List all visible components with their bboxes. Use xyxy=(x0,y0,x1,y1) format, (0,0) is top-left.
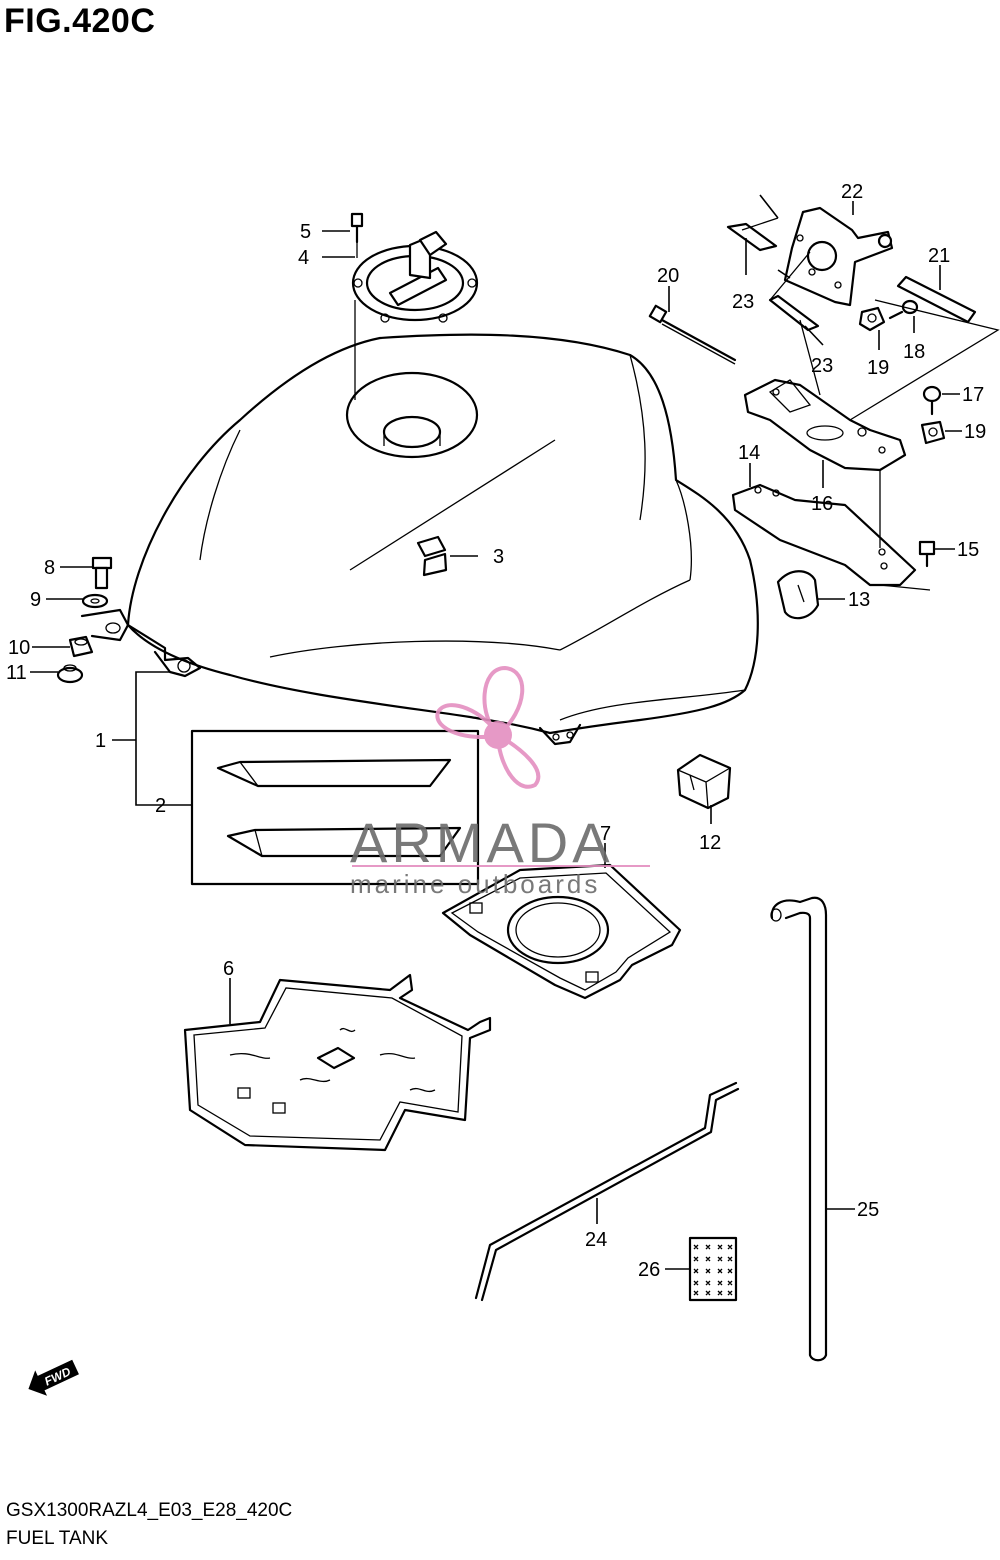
bolt-15[interactable] xyxy=(918,540,936,568)
nut-19b[interactable] xyxy=(920,420,946,445)
leader-lines xyxy=(30,194,1000,1270)
callout-22: 22 xyxy=(841,181,863,203)
watermark-brand: ARMADA xyxy=(350,811,614,874)
callout-9: 9 xyxy=(30,589,41,611)
bolt-8[interactable] xyxy=(91,556,113,590)
bolt-17[interactable] xyxy=(922,385,942,416)
callout-25: 25 xyxy=(857,1199,879,1221)
drain-tube-24[interactable] xyxy=(474,1081,740,1302)
callout-23b: 23 xyxy=(811,355,833,377)
pad-26[interactable] xyxy=(688,1236,738,1302)
callout-10: 10 xyxy=(8,637,30,659)
callout-17: 17 xyxy=(962,384,984,406)
callout-18: 18 xyxy=(903,341,925,363)
callout-4: 4 xyxy=(298,247,309,269)
callout-1: 1 xyxy=(95,730,106,752)
callout-labels: 5 4 3 8 9 10 11 1 2 6 7 20 22 21 23 23 1… xyxy=(6,181,986,1281)
callout-19a: 19 xyxy=(867,357,889,379)
washer-9[interactable] xyxy=(81,593,109,609)
callout-7: 7 xyxy=(600,823,611,845)
bracket-16[interactable] xyxy=(743,378,907,472)
callout-20: 20 xyxy=(657,265,679,287)
rod-21[interactable] xyxy=(896,275,977,324)
cushion-10[interactable] xyxy=(68,635,94,658)
hinge-bracket-22[interactable] xyxy=(783,206,894,307)
pin-23a[interactable] xyxy=(726,222,778,252)
propeller-logo-icon xyxy=(435,665,541,789)
callout-24: 24 xyxy=(585,1229,607,1251)
watermark-tagline: marine outboards xyxy=(350,869,600,899)
model-code: GSX1300RAZL4_E03_E28_420C xyxy=(6,1500,293,1521)
callout-8: 8 xyxy=(44,557,55,579)
cap-screw[interactable] xyxy=(350,212,364,258)
rubber-block-12[interactable] xyxy=(676,753,732,810)
pin-23b[interactable] xyxy=(768,294,820,332)
callout-2: 2 xyxy=(155,795,166,817)
watermark: ARMADA marine outboards xyxy=(350,665,650,899)
callout-12: 12 xyxy=(699,832,721,854)
nut-19a[interactable] xyxy=(858,306,886,332)
callout-5: 5 xyxy=(300,221,311,243)
forward-direction-marker: FWD xyxy=(28,1359,79,1396)
heat-shield-mat[interactable] xyxy=(183,973,492,1152)
breather-hose-25[interactable] xyxy=(770,896,828,1362)
callout-21: 21 xyxy=(928,245,950,267)
tape-kit[interactable] xyxy=(190,729,480,886)
section-name: FUEL TANK xyxy=(6,1528,109,1549)
callout-11: 11 xyxy=(6,662,27,684)
callout-19b: 19 xyxy=(964,421,986,443)
suzuki-emblem[interactable] xyxy=(416,535,448,577)
callout-16: 16 xyxy=(811,493,833,515)
fuel-cap[interactable] xyxy=(351,230,479,400)
fwd-label: FWD xyxy=(42,1364,73,1388)
collar-11[interactable] xyxy=(56,664,84,684)
callout-26: 26 xyxy=(638,1259,660,1281)
callout-6: 6 xyxy=(223,958,234,980)
fuel-tank[interactable] xyxy=(126,333,759,746)
forward-arrow-icon xyxy=(28,1359,79,1396)
bolt-20[interactable] xyxy=(648,304,737,365)
callout-13: 13 xyxy=(848,589,870,611)
callout-15: 15 xyxy=(957,539,979,561)
callout-23a: 23 xyxy=(732,291,754,313)
callout-14: 14 xyxy=(738,442,760,464)
callout-3: 3 xyxy=(493,546,504,568)
cushion-13[interactable] xyxy=(776,570,820,620)
figure-title: FIG.420C xyxy=(4,2,156,40)
bracket-14[interactable] xyxy=(731,483,917,587)
